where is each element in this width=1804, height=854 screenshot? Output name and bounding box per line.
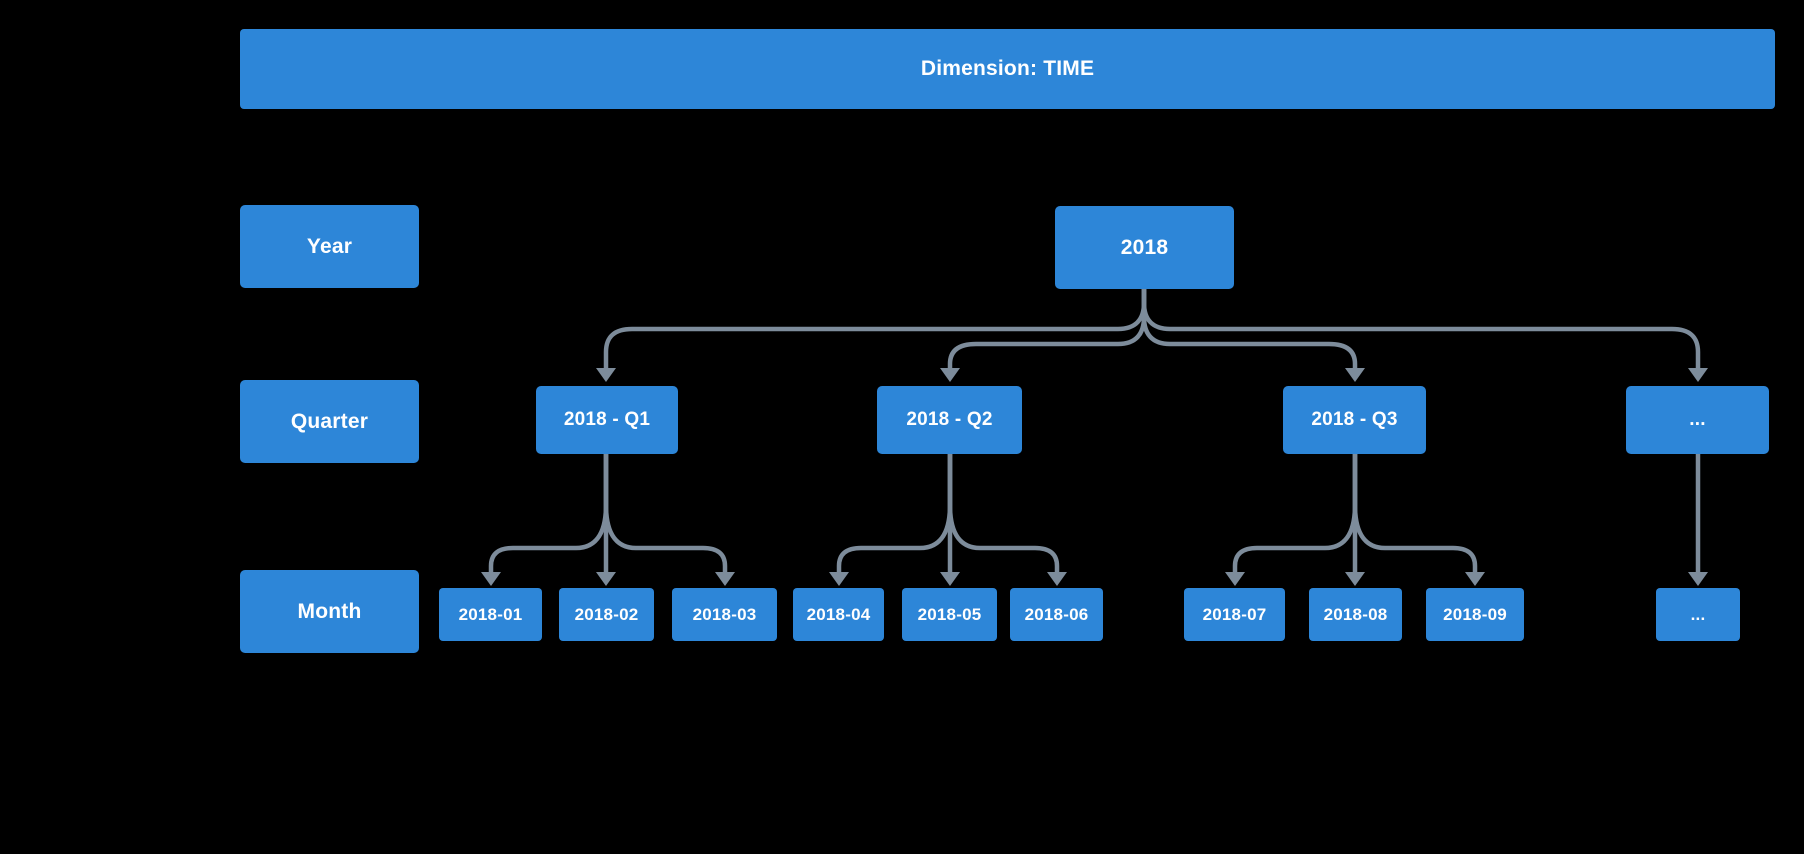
q1-to-months-connector [481, 454, 735, 586]
node-quarter-2018-q1: 2018 - Q1 [536, 386, 678, 454]
node-month-2018-02-text: 2018-02 [574, 604, 639, 624]
node-month-2018-06-text: 2018-06 [1024, 604, 1089, 624]
node-month-2018-09: 2018-09 [1426, 588, 1524, 641]
node-quarter-2018-q3-text: 2018 - Q3 [1311, 409, 1398, 430]
node-month-2018-06: 2018-06 [1010, 588, 1103, 641]
node-year-2018: 2018 [1055, 206, 1234, 289]
level-label-month-text: Month [297, 599, 362, 623]
level-label-quarter: Quarter [240, 380, 419, 463]
node-month-ellipsis-text: ... [1690, 604, 1706, 624]
node-quarter-2018-q1-text: 2018 - Q1 [563, 409, 651, 430]
year-to-quarter-connector [596, 289, 1708, 382]
node-month-2018-04: 2018-04 [793, 588, 884, 641]
node-quarter-2018-q2-text: 2018 - Q2 [906, 409, 993, 430]
node-quarter-2018-q2: 2018 - Q2 [877, 386, 1022, 454]
node-month-2018-08: 2018-08 [1309, 588, 1402, 641]
node-year-2018-text: 2018 [1120, 235, 1169, 259]
node-month-2018-05: 2018-05 [902, 588, 997, 641]
node-month-2018-03: 2018-03 [672, 588, 777, 641]
level-label-quarter-text: Quarter [290, 409, 369, 433]
node-month-2018-09-text: 2018-09 [1443, 604, 1507, 624]
node-month-2018-07-text: 2018-07 [1202, 604, 1267, 624]
node-month-2018-03-text: 2018-03 [692, 604, 757, 624]
node-quarter-ellipsis-text: ... [1689, 409, 1706, 430]
node-month-2018-05-text: 2018-05 [917, 604, 982, 624]
node-month-2018-07: 2018-07 [1184, 588, 1285, 641]
node-quarter-ellipsis: ... [1626, 386, 1769, 454]
ellipsis-quarter-to-month-connector [1688, 454, 1708, 586]
node-month-2018-08-text: 2018-08 [1323, 604, 1388, 624]
q2-to-months-connector [829, 454, 1067, 586]
level-label-year: Year [240, 205, 419, 288]
node-quarter-2018-q3: 2018 - Q3 [1283, 386, 1426, 454]
dimension-title: Dimension: TIME [920, 57, 1095, 80]
node-month-2018-01-text: 2018-01 [458, 604, 523, 624]
level-label-month: Month [240, 570, 419, 653]
node-month-2018-04-text: 2018-04 [806, 604, 871, 624]
node-month-2018-01: 2018-01 [439, 588, 542, 641]
dimension-title-bar: Dimension: TIME [240, 29, 1775, 109]
level-label-year-text: Year [306, 234, 353, 258]
q3-to-months-connector [1225, 454, 1485, 586]
node-month-2018-02: 2018-02 [559, 588, 654, 641]
node-month-ellipsis: ... [1656, 588, 1740, 641]
